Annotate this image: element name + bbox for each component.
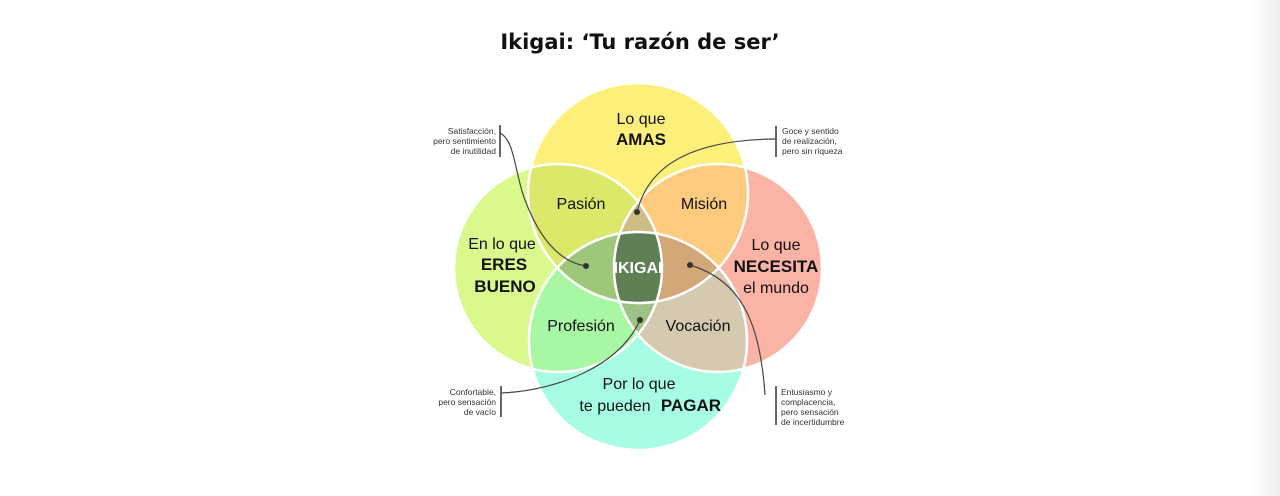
label-necesita-1: Lo que [752, 237, 801, 254]
label-bueno-1: En lo que [468, 236, 536, 253]
note-bottom-left-1: Confortable, [450, 387, 496, 397]
note-bottom-left-3: de vacío [464, 407, 496, 417]
note-top-right-2: de realización, [782, 136, 837, 146]
label-bueno-3: BUENO [474, 277, 535, 296]
note-top-left-1: Satisfacción, [448, 126, 496, 136]
label-necesita-2: NECESITA [734, 257, 819, 276]
note-bottom-right-1: Entusiasmo y [781, 387, 833, 397]
note-top-right-1: Goce y sentido [782, 126, 839, 136]
diagram-title: Ikigai: ‘Tu razón de ser’ [500, 30, 780, 54]
label-pagar-1: Por lo que [603, 376, 676, 393]
note-top-left-2: pero sentimiento [433, 136, 496, 146]
label-profesion: Profesión [547, 318, 615, 335]
note-top-right-3: pero sin riqueza [782, 146, 843, 156]
label-pasion: Pasión [557, 196, 606, 213]
note-bottom-left-2: pero sensación [438, 397, 496, 407]
label-pagar-3: PAGAR [661, 396, 721, 415]
label-mision: Misión [681, 196, 727, 213]
label-amas-1: Lo que [617, 111, 666, 128]
label-pagar-2: te pueden [579, 398, 650, 415]
note-top-left-3: de inutilidad [451, 146, 497, 156]
label-bueno-2: ERES [481, 255, 527, 274]
connector-lines [499, 132, 776, 396]
note-bottom-right-2: complacencia, [781, 397, 835, 407]
note-bottom-right-3: pero sensación [781, 407, 839, 417]
ikigai-center-region [614, 232, 662, 303]
note-bottom-right-4: de incertidumbre [781, 417, 845, 427]
label-amas-2: AMAS [616, 130, 666, 149]
label-vocacion: Vocación [666, 318, 731, 335]
page-edge-shadow [1250, 0, 1280, 496]
label-ikigai: IKIGAI [614, 260, 663, 277]
label-necesita-3: el mundo [743, 280, 809, 297]
